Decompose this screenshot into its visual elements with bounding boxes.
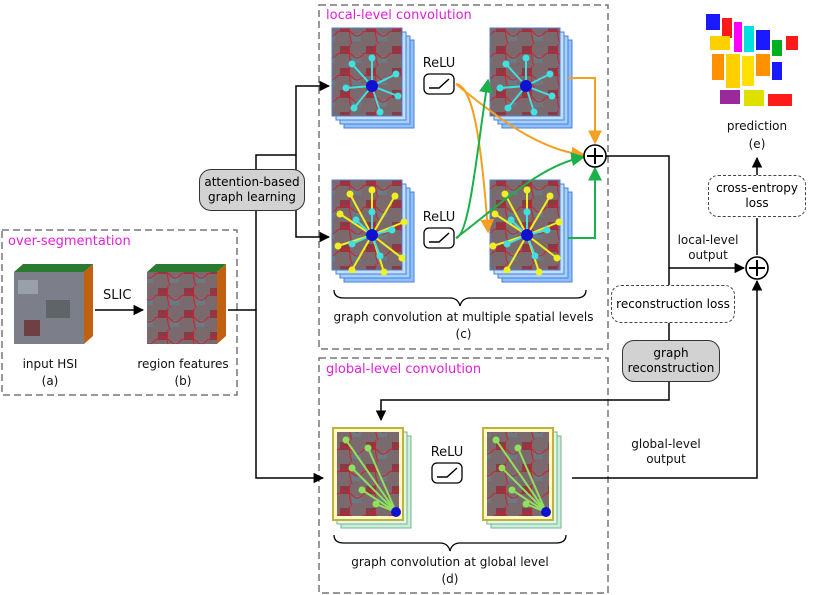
global-graph-right	[492, 436, 551, 517]
slic-label: SLIC	[103, 288, 132, 303]
input-hsi-label: input HSI	[22, 357, 78, 371]
label-a: (a)	[41, 374, 59, 388]
prediction-map	[706, 14, 798, 106]
main-connectors	[228, 80, 331, 484]
local-level-title: local-level convolution	[326, 8, 472, 23]
input-hsi-cube	[14, 264, 93, 344]
graph-recon-line2: reconstruction	[627, 361, 715, 375]
global-output-label-2: output	[646, 452, 686, 466]
brace-global	[333, 534, 567, 552]
sum-node-local	[583, 144, 607, 168]
reconstruction-loss-label: reconstruction loss	[616, 296, 730, 311]
attention-graph-learning-box: attention-based graph learning	[199, 169, 305, 211]
relu-icon-top	[423, 73, 455, 95]
cross-entropy-line1: cross-entropy	[716, 181, 798, 195]
relu-label-global: ReLU	[430, 445, 464, 460]
prediction-label: prediction	[726, 119, 788, 133]
star-graph-top-left	[342, 54, 402, 116]
relu-label-top: ReLU	[422, 56, 456, 71]
cross-entropy-line2: loss	[745, 196, 769, 210]
global-output-label-1: global-level	[631, 437, 701, 451]
reconstruction-loss-box: reconstruction loss	[611, 285, 735, 323]
star-graph-bottom-right	[489, 186, 563, 276]
graph-reconstruction-box: graph reconstruction	[622, 340, 720, 382]
label-b: (b)	[174, 374, 192, 388]
local-level-box	[318, 4, 609, 350]
label-d: (d)	[441, 572, 459, 586]
orange-arrows	[455, 77, 602, 234]
region-features-cube	[147, 264, 226, 344]
relu-icon-global	[431, 462, 463, 484]
attention-line1: attention-based	[204, 175, 300, 189]
label-c: (c)	[455, 327, 472, 341]
label-e: (e)	[748, 137, 766, 151]
output-connectors	[375, 155, 763, 479]
graph-conv-multi-label: graph convolution at multiple spatial le…	[333, 310, 594, 324]
star-graph-bottom-left	[334, 186, 408, 276]
cross-entropy-loss-box: cross-entropy loss	[708, 175, 806, 217]
attention-line2-text: graph learning	[208, 190, 296, 204]
relu-label-bottom: ReLU	[422, 210, 456, 225]
star-graph-top-right	[496, 54, 556, 116]
overseg-title: over-segmentation	[8, 234, 131, 249]
graph-recon-line1: graph	[653, 346, 689, 360]
brace-local	[333, 289, 587, 307]
local-output-label-1: local-level	[677, 233, 739, 247]
global-level-title: global-level convolution	[326, 362, 482, 377]
region-features-label: region features	[137, 357, 229, 371]
green-arrows	[455, 78, 602, 239]
relu-icon-bottom	[423, 227, 455, 249]
local-output-label-2: output	[688, 248, 728, 262]
graph-conv-global-label: graph convolution at global level	[351, 555, 549, 569]
overseg-box	[1, 229, 238, 396]
global-graph-left	[342, 436, 401, 517]
sum-node-final	[745, 256, 769, 280]
